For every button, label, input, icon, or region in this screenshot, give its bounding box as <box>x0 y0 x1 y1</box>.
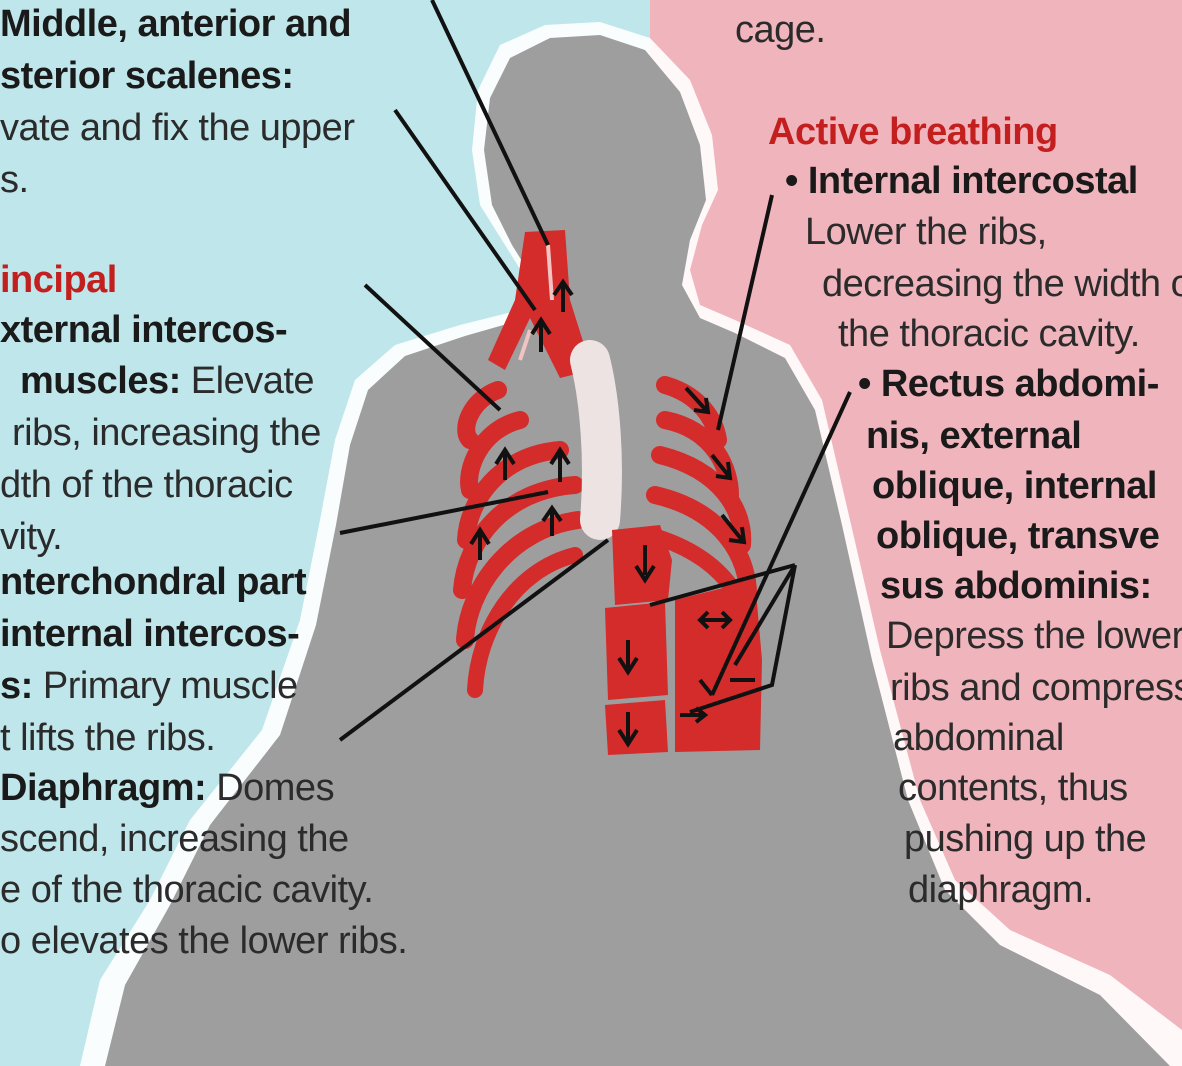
diaphragm-desc-line1: Domes <box>206 767 334 809</box>
diaphragm-title: Diaphragm: <box>0 767 206 809</box>
abdominal-desc-line6: diaphragm. <box>908 864 1093 916</box>
scalenes-desc-line1: vate and fix the upper <box>0 102 354 154</box>
external-title-line2: muscles: <box>20 360 181 402</box>
internal-desc-line3: the thoracic cavity. <box>838 308 1140 360</box>
abdominal-desc-line5: pushing up the <box>904 813 1146 865</box>
external-desc-line2: Elevate <box>181 360 314 402</box>
diaphragm-desc-line3: e of the thoracic cavity. <box>0 864 373 916</box>
abdominal-desc-line1: Depress the lower <box>886 610 1182 662</box>
external-line2: muscles: Elevate <box>20 355 314 407</box>
external-title-line1: xternal intercos- <box>0 304 287 356</box>
scalenes-title-line1: Middle, anterior and <box>0 0 351 50</box>
scalenes-title-line2: sterior scalenes: <box>0 50 294 102</box>
interchondral-desc-line3: Primary muscle <box>33 665 298 707</box>
scalenes-desc-line2: s. <box>0 154 29 206</box>
external-desc-line3: ribs, increasing the <box>12 407 321 459</box>
diaphragm-desc-line2: scend, increasing the <box>0 813 349 865</box>
interchondral-title-line3: s: <box>0 665 33 707</box>
abdominal-desc-line4: contents, thus <box>898 762 1128 814</box>
abdominal-desc-line2: ribs and compress <box>890 662 1182 714</box>
diaphragm-line1: Diaphragm: Domes <box>0 762 334 814</box>
interchondral-line3: s: Primary muscle <box>0 660 298 712</box>
abdominal-title-line1: • Rectus abdomi- <box>858 358 1159 410</box>
principal-heading: incipal <box>0 254 117 306</box>
abdominal-desc-line3: abdominal <box>893 712 1064 764</box>
interchondral-desc-line4: t lifts the ribs. <box>0 712 215 764</box>
interchondral-title-line1: nterchondral part <box>0 556 306 608</box>
abdominal-title-line3: oblique, internal <box>872 460 1157 512</box>
cage-fragment: cage. <box>735 4 825 56</box>
external-desc-line4: dth of the thoracic <box>0 459 293 511</box>
abdominal-title-line2: nis, external <box>866 410 1081 462</box>
internal-desc-line2: decreasing the width o <box>822 258 1182 310</box>
abdominal-title-line4: oblique, transve <box>876 510 1159 562</box>
internal-intercostal-title: • Internal intercostal <box>785 155 1138 207</box>
internal-desc-line1: Lower the ribs, <box>805 206 1047 258</box>
diaphragm-desc-line4: o elevates the lower ribs. <box>0 915 407 967</box>
active-breathing-heading: Active breathing <box>768 106 1058 158</box>
abdominal-title-line5: sus abdominis: <box>880 560 1152 612</box>
interchondral-title-line2: internal intercos- <box>0 608 299 660</box>
